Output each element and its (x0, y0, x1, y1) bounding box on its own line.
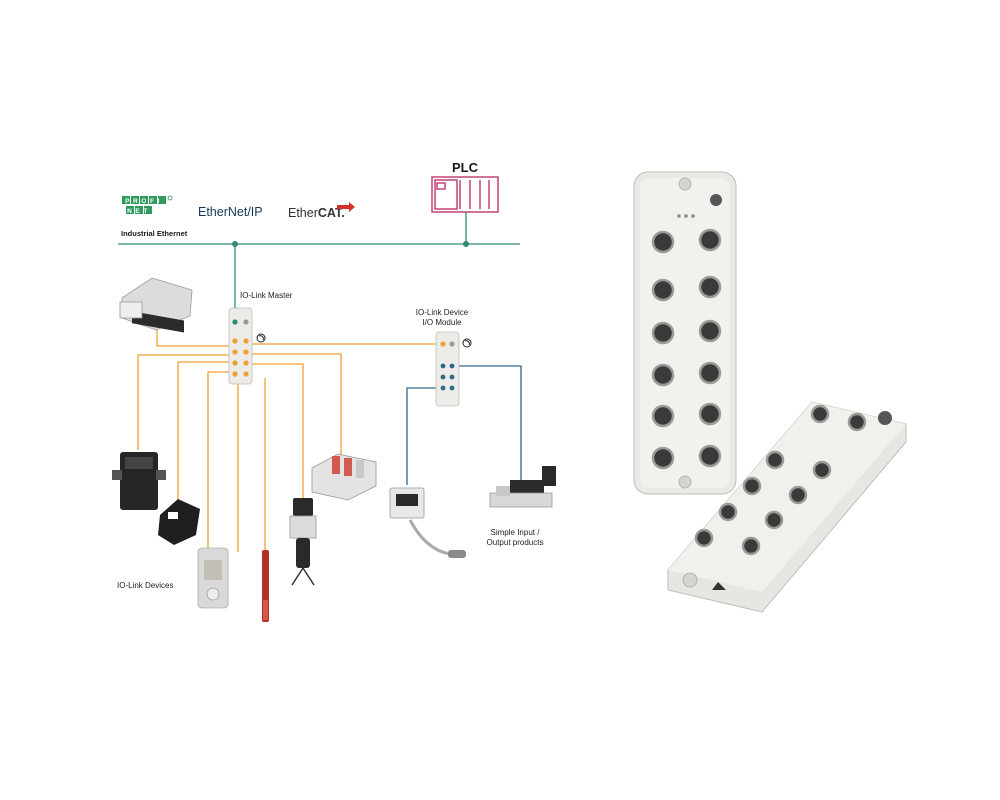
io-link-master-label: IO-Link Master (240, 291, 293, 300)
io-link-master-module-angled-view (667, 401, 907, 613)
valve-manifold-device (311, 453, 377, 501)
io-link-master-module-front-view (633, 171, 737, 495)
simple-io-cables (406, 365, 522, 485)
simple-io-label-line1: Simple Input / (490, 528, 540, 537)
profinet-logo-top-text: PROFI (125, 198, 163, 205)
simple-io-label-line2: Output products (486, 538, 544, 547)
io-link-device-label-line1: IO-Link Device (415, 308, 469, 317)
ethercat-logo-part-a: Ether (288, 206, 318, 220)
profinet-logo-bottom-text: NET (127, 208, 151, 215)
ethercat-logo: EtherCAT. (288, 202, 355, 220)
plc-icon (431, 176, 499, 213)
io-link-device-label-line2: I/O Module (422, 318, 462, 327)
svg-text:EtherCAT.: EtherCAT. (288, 206, 345, 220)
io-link-devices-label: IO-Link Devices (117, 581, 174, 590)
industrial-ethernet-bus (118, 212, 520, 318)
pressure-regulator-device (112, 452, 166, 510)
industrial-ethernet-label: Industrial Ethernet (121, 229, 188, 238)
solenoid-valve-device (489, 466, 556, 508)
io-link-device-io-module (435, 331, 472, 407)
flow-sensor-device (197, 547, 229, 609)
proximity-sensor-device (158, 499, 200, 545)
pressure-switch-device (389, 487, 466, 558)
simple-io-label: Simple Input / Output products (474, 528, 556, 548)
io-link-master-module (228, 307, 266, 385)
profinet-logo: PROFI NET (122, 195, 173, 215)
valve-terminal-device (119, 277, 193, 333)
io-link-device-label: IO-Link Device I/O Module (404, 308, 480, 328)
filter-regulator-device (289, 498, 317, 586)
ethercat-logo-part-b: CAT. (318, 206, 345, 220)
plc-label: PLC (452, 160, 479, 175)
rod-sensor-device (262, 550, 269, 622)
ethernet-ip-logo: EtherNet/IP (198, 205, 263, 219)
